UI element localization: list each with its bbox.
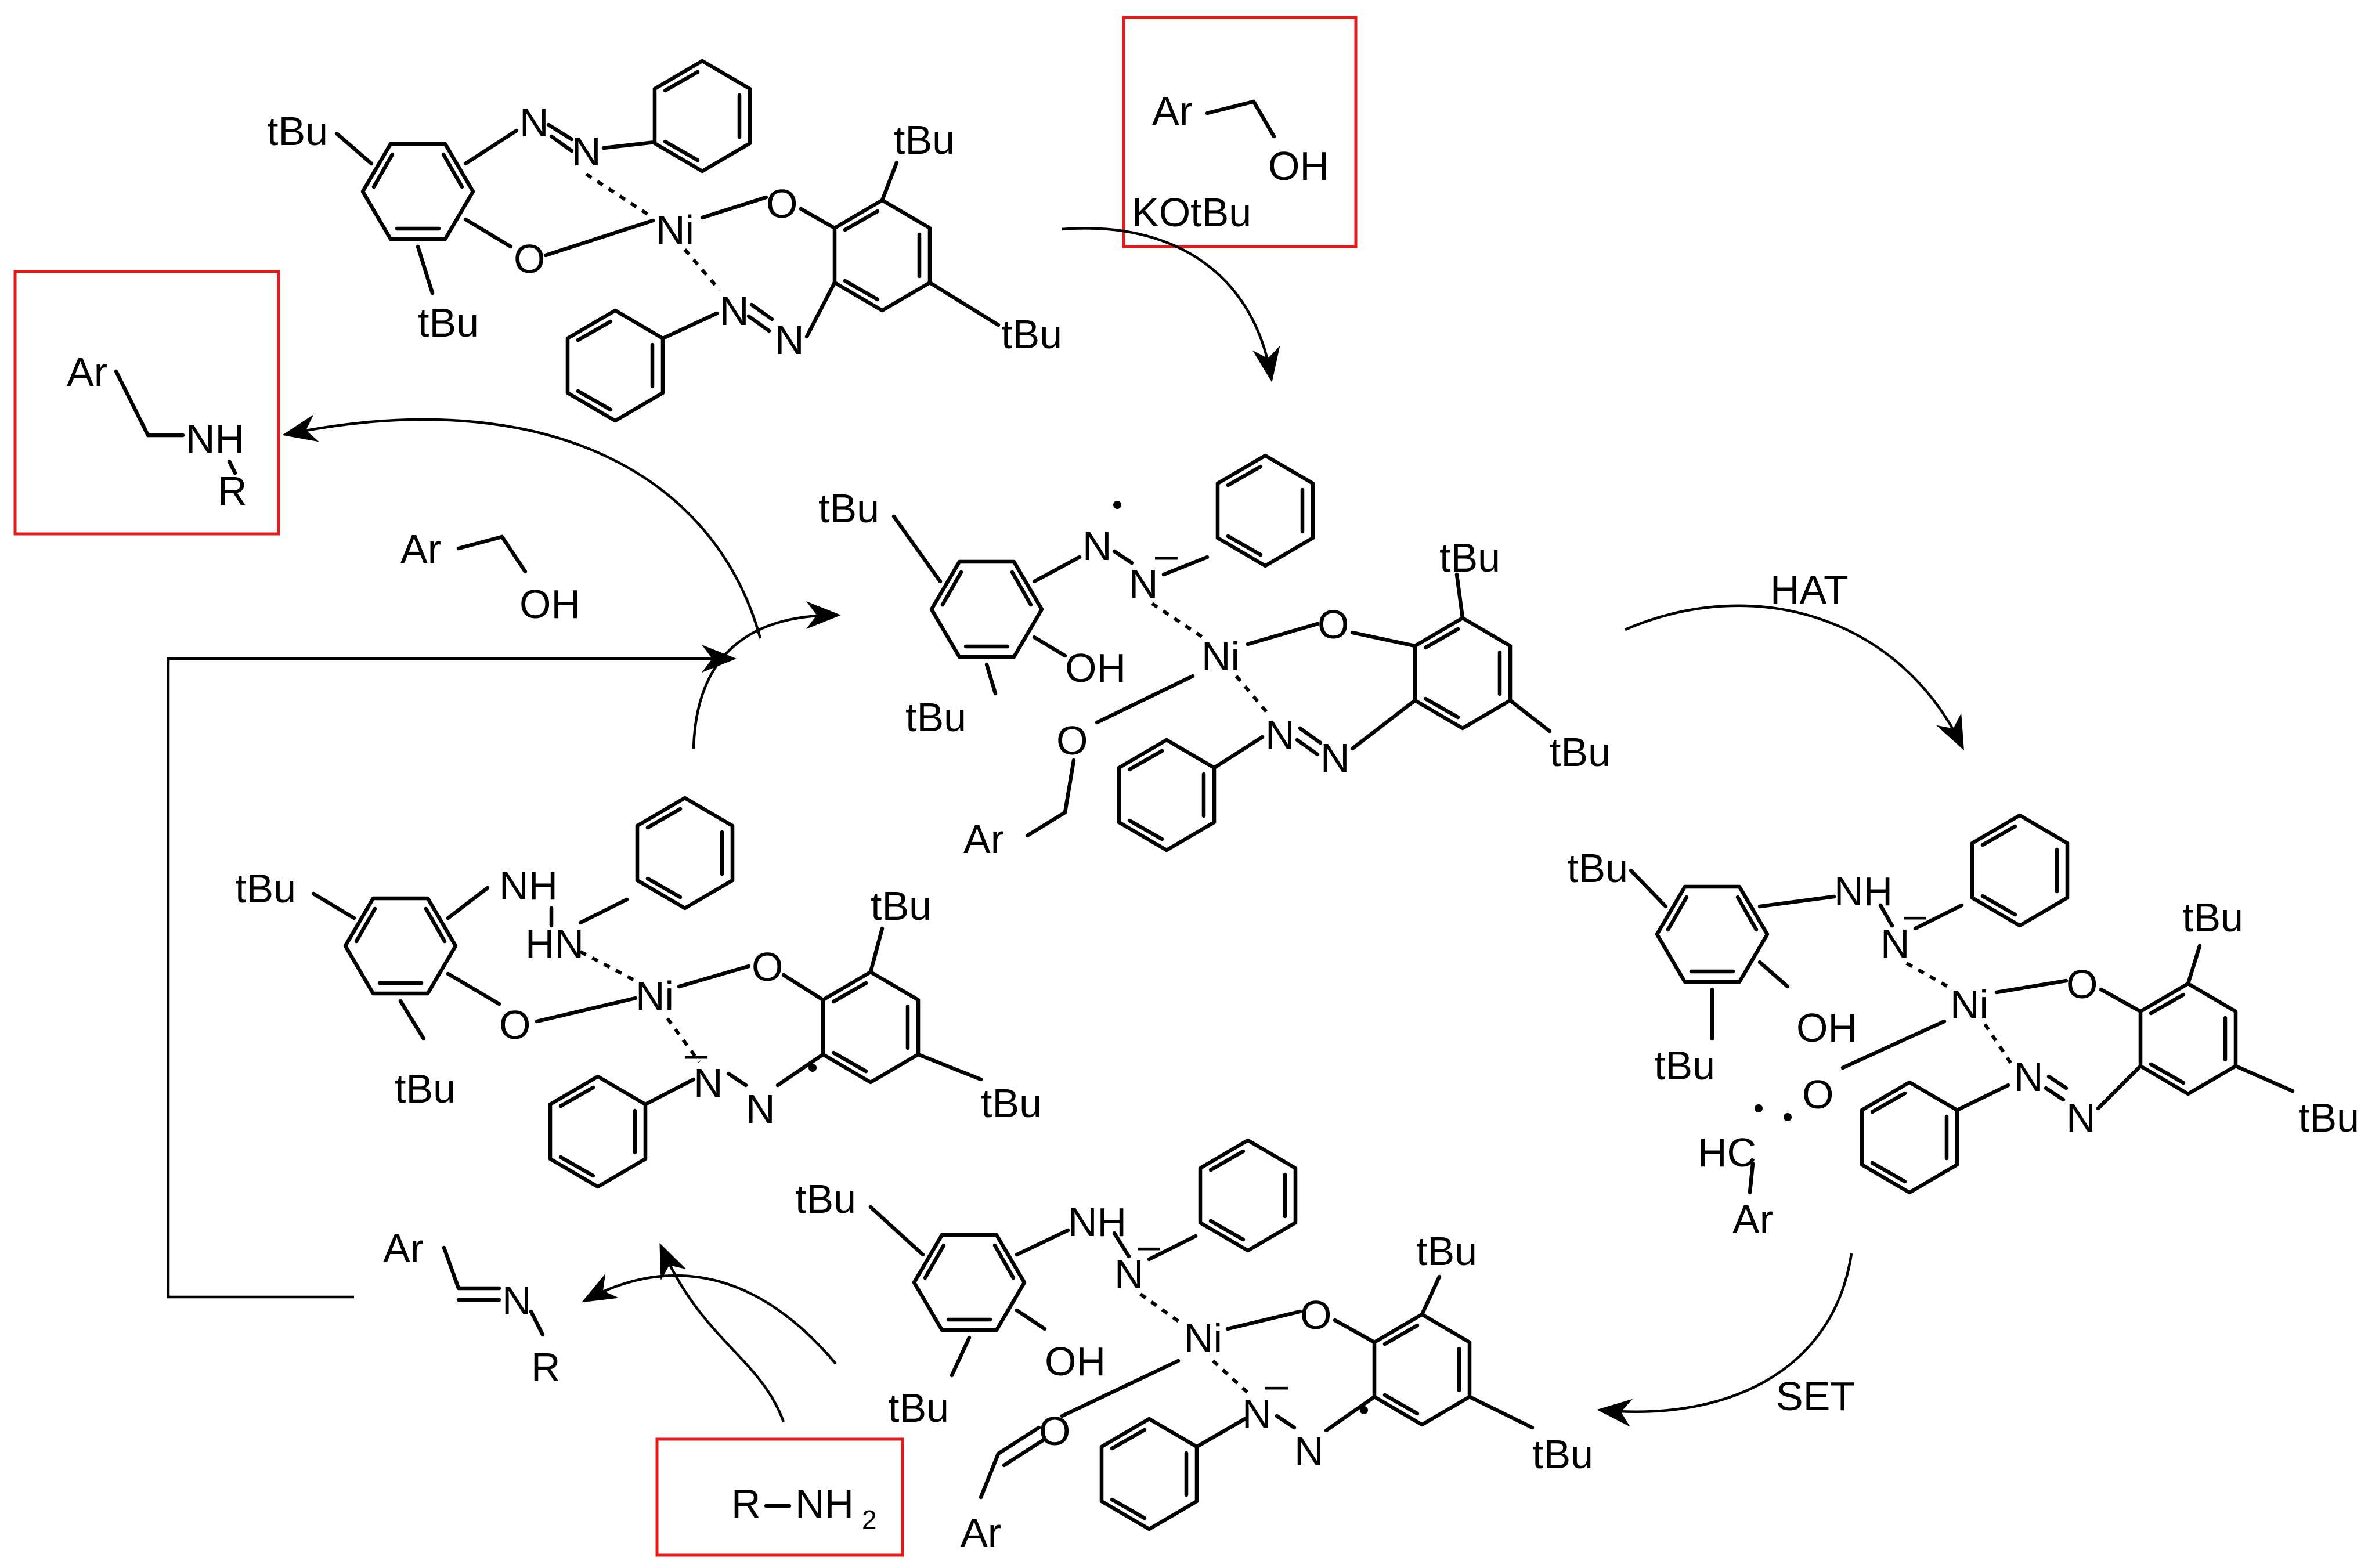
label-n: N (519, 100, 549, 145)
label-o: O (514, 236, 545, 281)
label-ni: Ni (1184, 1316, 1222, 1361)
label-o: O (2066, 962, 2098, 1007)
arrow-regeneration (692, 601, 841, 749)
label-ar: Ar (961, 1510, 1001, 1555)
label-tbu: tBu (2298, 1095, 2359, 1140)
product-box-amine (13, 270, 280, 536)
label-ni: Ni (656, 207, 694, 252)
label-oh: OH (1045, 1339, 1106, 1384)
label-o: O (1317, 602, 1349, 647)
aldehyde-complex: tBu NH N – tBu OH Ni O tBu tBu N – N O (795, 1140, 1593, 1555)
label-oh: OH (1065, 645, 1126, 691)
label-n: N (1294, 1429, 1324, 1474)
label-minus: – (1138, 1223, 1160, 1268)
label-n: N (572, 129, 601, 174)
label-minus: – (685, 1031, 707, 1076)
reagent-box-alcohol-base (1122, 16, 1358, 248)
arrow-activation (1062, 227, 1280, 382)
label-minus: – (1265, 1362, 1288, 1407)
label-tbu: tBu (1416, 1229, 1477, 1274)
label-n: N (720, 288, 749, 334)
label-tbu: tBu (1532, 1432, 1593, 1477)
label-n: N (694, 1060, 723, 1105)
label-n: N (1880, 921, 1910, 966)
label-n: N (746, 1086, 775, 1132)
label-ar: Ar (963, 816, 1004, 862)
label-tbu: tBu (395, 1066, 456, 1111)
label-tbu: tBu (981, 1081, 1042, 1126)
label-nh: NH (1834, 869, 1893, 914)
label-n: N (1265, 712, 1295, 757)
product-amine-ar: Ar (67, 349, 107, 395)
step-hat: HAT (1770, 567, 1849, 612)
reagent-box-amine (655, 1437, 904, 1557)
label-hn: HN (525, 921, 584, 966)
reagent-amine-nh: NH (795, 1481, 854, 1526)
ketyl-radical-complex: tBu NH N – tBu OH Ni O tBu tBu N N O H (1567, 815, 2359, 1242)
arrow-hat (1625, 604, 1964, 751)
label-tbu: tBu (235, 866, 296, 911)
precatalyst-complex: N N tBu tBu O Ni O tBu tBu N N (267, 61, 1062, 421)
label-tbu: tBu (894, 117, 955, 162)
arrow-to-amine-product (282, 414, 762, 639)
label-n: N (1320, 735, 1350, 781)
reagent-alcohol-ar-2: Ar (400, 526, 441, 572)
label-o: O (1039, 1408, 1070, 1454)
label-tbu: tBu (1550, 729, 1611, 775)
label-ni: Ni (1201, 634, 1240, 679)
label-tbu: tBu (888, 1385, 949, 1430)
reduced-hydrazine-complex: tBu NH HN tBu O Ni O tBu tBu N – N (235, 798, 1042, 1187)
reagent-alcohol-oh-2: OH (519, 581, 580, 627)
product-amine-nh: NH (186, 416, 244, 461)
label-ni: Ni (1950, 982, 1988, 1027)
alkoxide-complex: tBu N N – tBu OH Ni O tBu tBu N N O (818, 456, 1611, 862)
label-o: O (499, 1002, 530, 1047)
step-set: SET (1776, 1374, 1855, 1419)
label-tbu: tBu (795, 1176, 856, 1222)
label-tbu: tBu (1439, 535, 1500, 580)
label-tbu: tBu (818, 486, 879, 531)
reagent-alcohol-oh: OH (1268, 143, 1329, 189)
imine-ar: Ar (383, 1226, 424, 1271)
arrow-set (1597, 1253, 1853, 1427)
label-o: O (752, 944, 783, 989)
reagent-amine-sub: 2 (862, 1505, 877, 1535)
label-o: O (1300, 1292, 1331, 1338)
label-n: N (1242, 1391, 1272, 1436)
product-amine-r: R (218, 468, 247, 514)
arrow-amine-in (659, 1242, 785, 1422)
imine-feed-line (167, 645, 737, 1299)
label-o: O (1802, 1072, 1833, 1117)
label-tbu: tBu (1654, 1043, 1715, 1088)
label-n: N (775, 317, 804, 363)
reagent-base: KOtBu (1132, 190, 1251, 235)
arrow-condensation (582, 1273, 837, 1365)
label-ar: Ar (1732, 1197, 1773, 1242)
label-nh: NH (499, 863, 558, 908)
label-tbu: tBu (905, 695, 966, 740)
label-oh: OH (1796, 1005, 1857, 1050)
label-n: N (1129, 561, 1158, 606)
label-n: N (1114, 1252, 1144, 1297)
label-tbu: tBu (871, 883, 932, 928)
label-tbu: tBu (1567, 846, 1628, 891)
label-tbu: tBu (2182, 895, 2243, 940)
label-o: O (1056, 718, 1088, 763)
label-n: N (2066, 1095, 2096, 1140)
label-tbu: tBu (267, 109, 328, 154)
reagent-alcohol-ar: Ar (1152, 88, 1193, 133)
label-tbu: tBu (418, 300, 479, 345)
reagent-amine-r: R (731, 1481, 761, 1526)
label-n: N (2014, 1054, 2044, 1100)
imine-r: R (531, 1345, 561, 1390)
label-tbu: tBu (1001, 312, 1062, 357)
label-n: N (1082, 523, 1112, 569)
label-o: O (766, 181, 797, 226)
label-hc: HC (1698, 1130, 1756, 1175)
label-ni: Ni (636, 973, 674, 1018)
label-minus: – (1904, 892, 1926, 937)
imine-n: N (502, 1278, 532, 1323)
